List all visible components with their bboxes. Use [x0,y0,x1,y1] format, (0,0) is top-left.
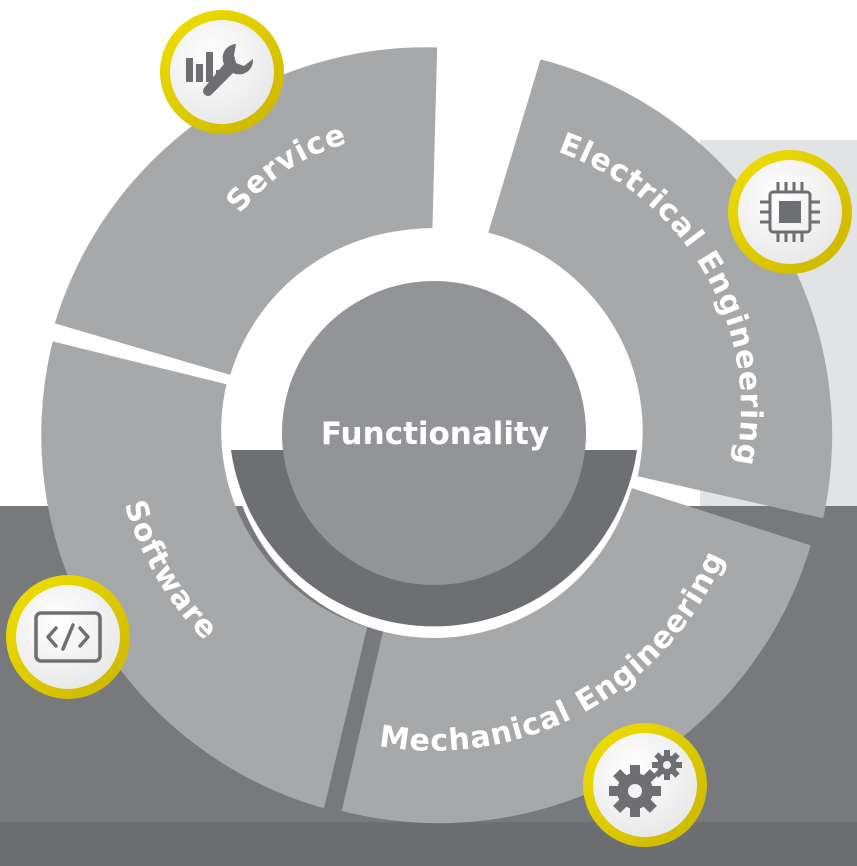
chart-wrench-icon [186,44,254,96]
badge-mechanical[interactable] [583,723,707,847]
ring [41,47,833,824]
gears-icon [609,750,682,817]
code-icon [34,611,102,663]
badge-software[interactable] [6,575,130,699]
lower-band [0,822,857,866]
segment-service[interactable] [54,47,438,375]
chip-icon [760,182,820,242]
hub[interactable] [282,281,586,585]
segment-software[interactable] [41,341,368,809]
segment-electrical[interactable] [488,59,833,519]
badge-electrical[interactable] [728,150,852,274]
badge-service[interactable] [160,10,284,134]
center-label: Functionality [321,416,549,452]
segment-mechanical[interactable] [341,488,811,824]
